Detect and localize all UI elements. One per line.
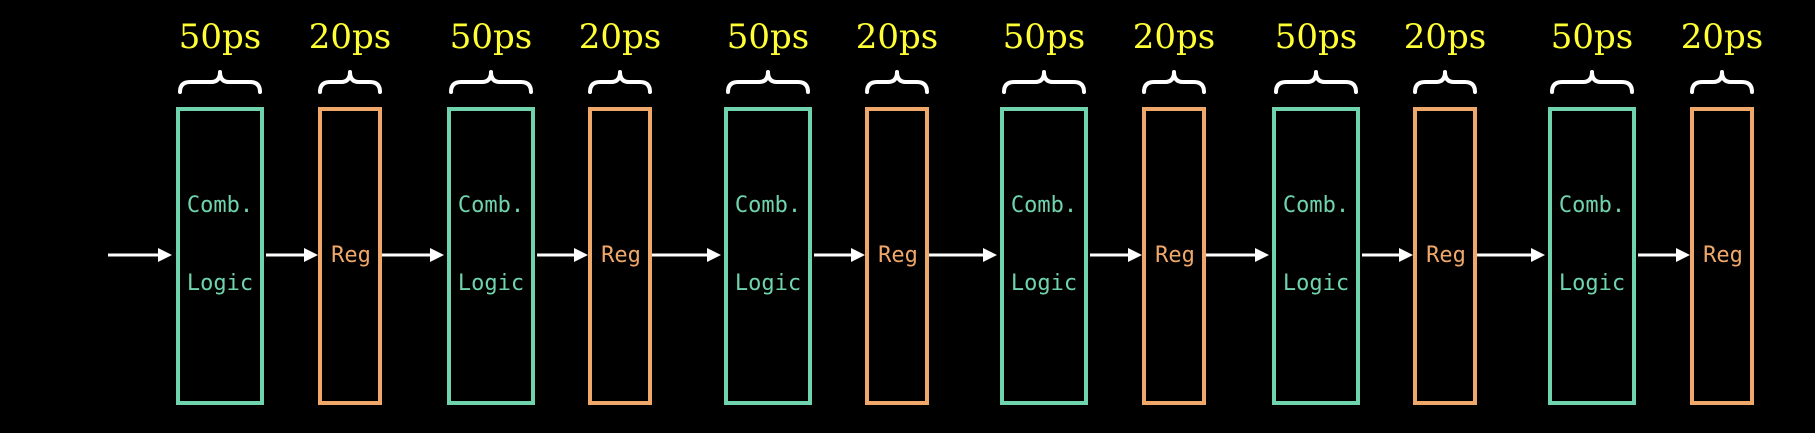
arrow-head <box>851 248 865 262</box>
register-label: Reg <box>1155 243 1195 268</box>
register-delay-label: 20ps <box>856 17 938 57</box>
logic-delay-label: 50ps <box>727 17 809 57</box>
comb-logic-label-line2: Logic <box>1283 271 1349 296</box>
comb-logic-label-line1: Comb. <box>735 193 801 218</box>
register-to-logic-arrow <box>382 248 444 262</box>
register-label: Reg <box>601 243 641 268</box>
register-box <box>318 107 382 405</box>
register-delay-label: 20ps <box>1404 17 1486 57</box>
comb-logic-label-line2: Logic <box>1559 271 1625 296</box>
logic-brace <box>726 70 810 94</box>
register-label: Reg <box>331 243 371 268</box>
logic-brace <box>178 70 262 94</box>
comb-logic-box <box>1272 107 1360 405</box>
register-delay-label: 20ps <box>1681 17 1763 57</box>
comb-logic-label-line2: Logic <box>187 271 253 296</box>
logic-to-register-arrow <box>537 248 588 262</box>
register-brace <box>865 70 929 94</box>
arrow-head <box>1676 248 1690 262</box>
register-delay-label: 20ps <box>1133 17 1215 57</box>
register-to-logic-arrow <box>929 248 997 262</box>
comb-logic-box <box>447 107 535 405</box>
arrow-head <box>1255 248 1269 262</box>
logic-delay-label: 50ps <box>179 17 261 57</box>
arrow-head <box>1399 248 1413 262</box>
comb-logic-box <box>1000 107 1088 405</box>
comb-logic-label-line1: Comb. <box>1283 193 1349 218</box>
register-brace <box>318 70 382 94</box>
arrow-head <box>1531 248 1545 262</box>
logic-brace <box>449 70 533 94</box>
arrow-head <box>158 248 172 262</box>
register-to-logic-arrow <box>1477 248 1545 262</box>
register-to-logic-arrow <box>652 248 721 262</box>
logic-to-register-arrow <box>1090 248 1142 262</box>
input-arrow <box>108 248 172 262</box>
comb-logic-label-line2: Logic <box>458 271 524 296</box>
comb-logic-box <box>724 107 812 405</box>
comb-logic-label-line1: Comb. <box>187 193 253 218</box>
arrow-head <box>430 248 444 262</box>
arrow-head <box>304 248 318 262</box>
register-delay-label: 20ps <box>579 17 661 57</box>
register-brace <box>1142 70 1206 94</box>
logic-delay-label: 50ps <box>1551 17 1633 57</box>
logic-to-register-arrow <box>1362 248 1413 262</box>
register-brace <box>1690 70 1754 94</box>
comb-logic-box <box>1548 107 1636 405</box>
register-box <box>1142 107 1206 405</box>
register-box <box>1413 107 1477 405</box>
register-to-logic-arrow <box>1206 248 1269 262</box>
logic-to-register-arrow <box>266 248 318 262</box>
register-box <box>1690 107 1754 405</box>
logic-brace <box>1002 70 1086 94</box>
logic-to-register-arrow <box>814 248 865 262</box>
logic-delay-label: 50ps <box>450 17 532 57</box>
comb-logic-box <box>176 107 264 405</box>
logic-brace <box>1274 70 1358 94</box>
comb-logic-label-line1: Comb. <box>1011 193 1077 218</box>
register-delay-label: 20ps <box>309 17 391 57</box>
register-brace <box>1413 70 1477 94</box>
arrow-head <box>983 248 997 262</box>
logic-to-register-arrow <box>1638 248 1690 262</box>
register-label: Reg <box>1703 243 1743 268</box>
comb-logic-label-line2: Logic <box>735 271 801 296</box>
arrow-head <box>1128 248 1142 262</box>
logic-brace <box>1550 70 1634 94</box>
logic-delay-label: 50ps <box>1275 17 1357 57</box>
register-box <box>588 107 652 405</box>
comb-logic-label-line1: Comb. <box>1559 193 1625 218</box>
arrow-head <box>707 248 721 262</box>
logic-delay-label: 50ps <box>1003 17 1085 57</box>
register-label: Reg <box>878 243 918 268</box>
comb-logic-label-line1: Comb. <box>458 193 524 218</box>
register-brace <box>588 70 652 94</box>
register-label: Reg <box>1426 243 1466 268</box>
arrow-head <box>574 248 588 262</box>
register-box <box>865 107 929 405</box>
comb-logic-label-line2: Logic <box>1011 271 1077 296</box>
